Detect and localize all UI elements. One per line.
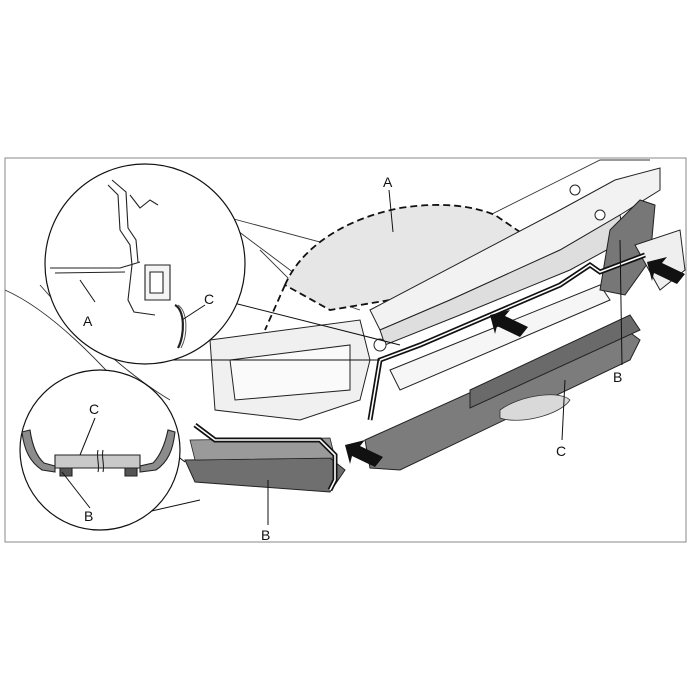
callout-b-bottom: B [261, 527, 270, 543]
callout-b-detail-bottom: B [84, 508, 93, 524]
callout-c-main: C [556, 443, 566, 459]
callout-a-main: A [383, 174, 393, 190]
push-arrow-icon [647, 257, 685, 284]
push-arrow-icon [345, 257, 685, 467]
push-arrow-icon [490, 310, 528, 337]
push-arrow-icon [345, 440, 383, 467]
callout-a-detail-top: A [83, 313, 93, 329]
detail-view-bottom [19, 369, 201, 531]
callout-c-detail-bottom: C [89, 401, 99, 417]
detail-view-top [44, 163, 401, 365]
main-leader-lines [267, 189, 623, 525]
callout-c-detail-top: C [204, 291, 214, 307]
callout-b-right: B [613, 369, 622, 385]
panel-a-outline [283, 204, 522, 311]
